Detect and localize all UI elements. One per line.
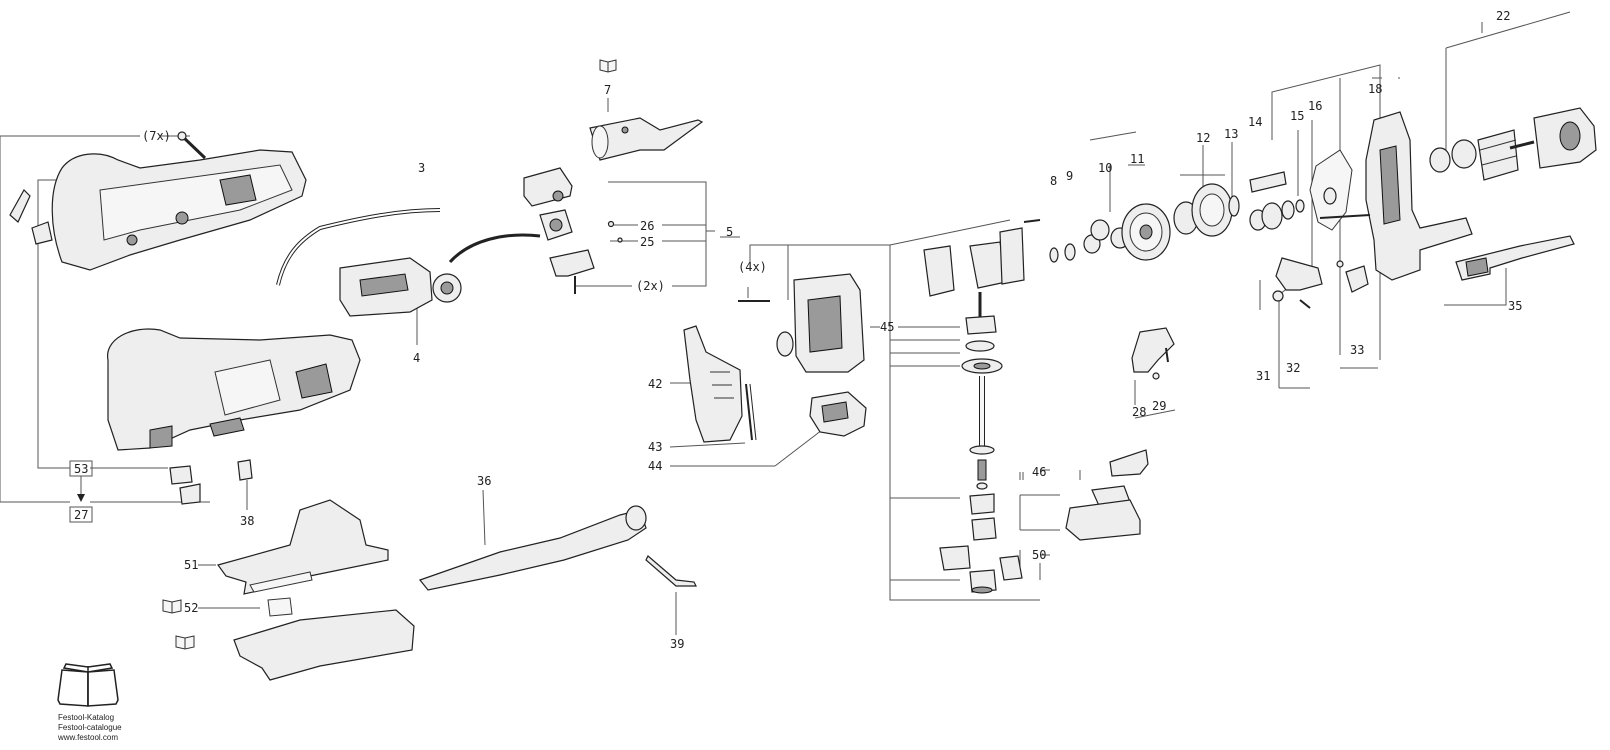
label-31: 31 (1256, 369, 1270, 383)
plunger-rod-assembly (939, 292, 1023, 594)
label-4x: (4x) (738, 260, 767, 274)
open-book-icon (57, 663, 119, 707)
cable-part-3 (276, 208, 441, 286)
label-33: 33 (1350, 343, 1364, 357)
label-52: 52 (184, 601, 198, 615)
label-16: 16 (1308, 99, 1322, 113)
small-part-38 (237, 459, 253, 481)
label-45: 45 (880, 320, 894, 334)
gasket-part-16 (1309, 149, 1353, 231)
upper-housing-shell (51, 149, 307, 271)
label-13: 13 (1224, 127, 1238, 141)
label-39: 39 (670, 637, 684, 651)
motor-housing-18 (1319, 111, 1473, 281)
label-25: 25 (640, 235, 654, 249)
label-11: 11 (1130, 152, 1144, 166)
washer-parts-8-9 (1049, 243, 1076, 263)
label-8: 8 (1050, 174, 1057, 188)
label-7x: (7x) (142, 129, 171, 143)
clip-part-53 (9, 189, 53, 245)
saw-blade-39 (645, 555, 697, 587)
open-book-icon-small-base (175, 635, 195, 650)
label-10: 10 (1098, 161, 1112, 175)
label-15: 15 (1290, 109, 1304, 123)
spring-part-43 (745, 383, 757, 441)
catalog-line-2: Festool-catalogue (58, 723, 122, 732)
catalog-caption: Festool-Katalog Festool-catalogue www.fe… (58, 713, 122, 743)
label-7: 7 (604, 83, 611, 97)
label-42: 42 (648, 377, 662, 391)
catalog-line-1: Festool-Katalog (58, 713, 115, 722)
label-26: 26 (640, 219, 654, 233)
label-9: 9 (1066, 169, 1073, 183)
gear-part-12 (1173, 183, 1240, 237)
screw-7x (177, 131, 207, 160)
part-labels: (7x) 3 4 5 7 26 25 (2x) (4x) 45 42 43 44… (74, 9, 1522, 651)
label-27: 27 (74, 508, 88, 522)
gear-part-10 (1083, 203, 1171, 261)
base-pad-52 (233, 597, 415, 681)
lever-parts-46 (1065, 449, 1149, 541)
block-part-44 (809, 391, 867, 437)
label-boxes (69, 460, 93, 523)
label-12: 12 (1196, 131, 1210, 145)
catalog-line-3[interactable]: www.festool.com (58, 733, 119, 742)
label-38: 38 (240, 514, 254, 528)
label-51: 51 (184, 558, 198, 572)
bracket-part-28 (1131, 327, 1175, 380)
label-28: 28 (1132, 405, 1146, 419)
armature-part-22 (1429, 107, 1597, 181)
gear-housing-45 (738, 273, 865, 373)
leader-lines (0, 11, 1571, 635)
label-29: 29 (1152, 399, 1166, 413)
clips-lower-53 (169, 465, 201, 505)
cable-to-module-5 (448, 233, 541, 264)
label-2x: (2x) (636, 279, 665, 293)
plate-parts-45 (923, 219, 1041, 297)
open-book-icon-small-52 (162, 599, 182, 614)
arrow-down-icon (77, 494, 85, 502)
base-plate-51 (217, 499, 389, 595)
label-36: 36 (477, 474, 491, 488)
label-3: 3 (418, 161, 425, 175)
shaft-part-14 (1249, 171, 1305, 231)
open-book-icon-small (599, 59, 617, 73)
label-43: 43 (648, 440, 662, 454)
motor-housing (107, 328, 361, 451)
switch-module-4 (339, 257, 462, 317)
cover-part-42 (683, 325, 743, 443)
label-35: 35 (1508, 299, 1522, 313)
label-46: 46 (1032, 465, 1046, 479)
label-53: 53 (74, 462, 88, 476)
label-32: 32 (1286, 361, 1300, 375)
chuck-part-7 (589, 117, 704, 161)
label-5: 5 (726, 225, 733, 239)
label-4: 4 (413, 351, 420, 365)
label-14: 14 (1248, 115, 1262, 129)
label-22: 22 (1496, 9, 1510, 23)
lever-part-31 (1272, 257, 1323, 309)
label-50: 50 (1032, 548, 1046, 562)
module-5-parts (523, 167, 623, 294)
clamp-part-33 (1336, 260, 1369, 293)
label-44: 44 (648, 459, 662, 473)
extraction-tube-36 (419, 505, 647, 591)
guide-part-35 (1455, 235, 1575, 281)
label-18: 18 (1368, 82, 1382, 96)
